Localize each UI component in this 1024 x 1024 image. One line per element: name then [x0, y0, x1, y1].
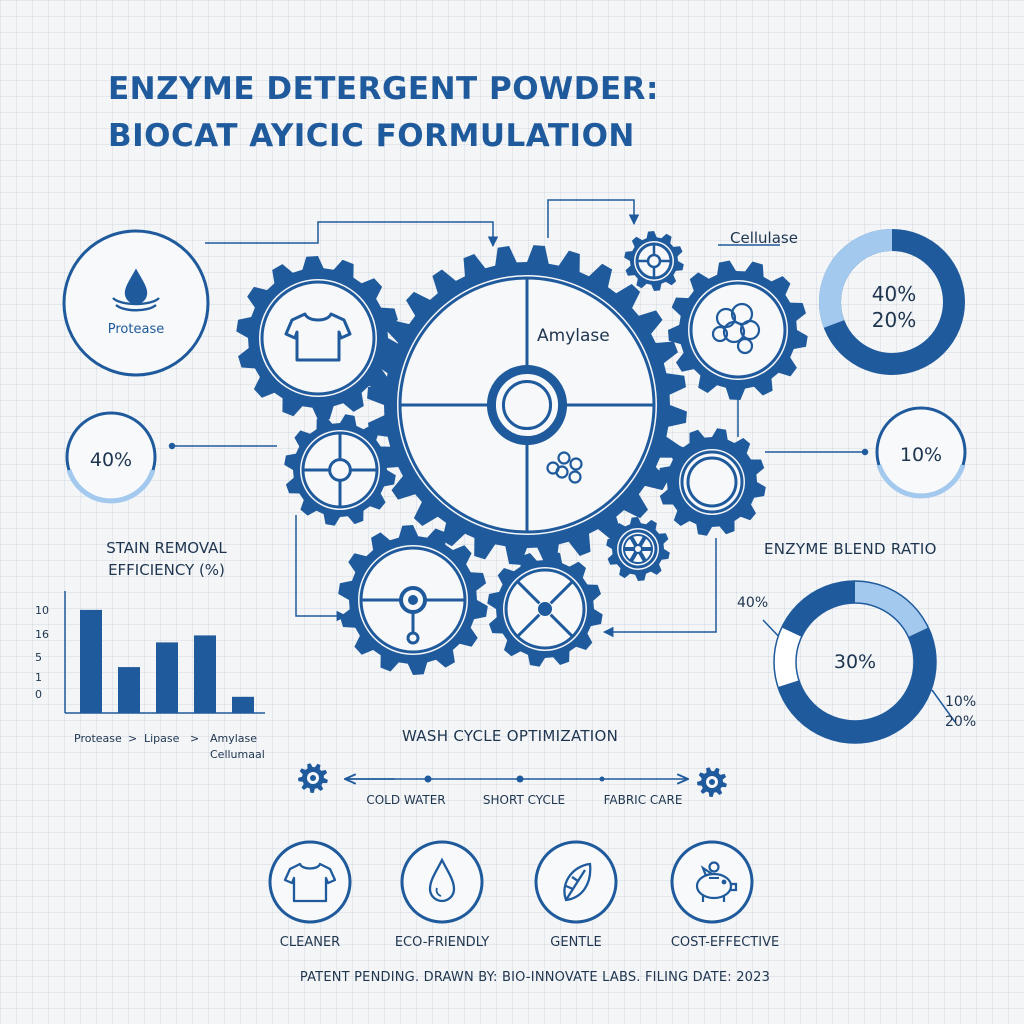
- left-percent-badge: 40%: [65, 411, 157, 504]
- benefit-label-gentle: GENTLE: [550, 935, 602, 950]
- t-shirt-icon: [283, 862, 337, 903]
- y-tick-label: 16: [35, 628, 49, 641]
- protease-circle: Protease: [62, 229, 210, 377]
- x-tick-label: Amylase: [210, 732, 257, 745]
- top-donut-value-2: 20%: [872, 308, 916, 332]
- chart-bar: [118, 667, 140, 713]
- benefit-label-cost-effective: COST-EFFECTIVE: [670, 935, 780, 950]
- water-drop-icon: [112, 268, 160, 312]
- y-tick-label: 10: [35, 604, 49, 617]
- blend-center-label: 30%: [834, 651, 876, 673]
- wash-cycle-title: WASH CYCLE OPTIMIZATION: [402, 727, 619, 745]
- timeline-dot: [599, 776, 605, 782]
- benefit-circle-gentle: [534, 840, 618, 924]
- left-badge-value: 40%: [90, 449, 132, 471]
- stain-removal-bar-chart: 10 16 5 1 0 Protease > Lipase > Amylase …: [35, 591, 265, 761]
- blend-label-10: 10%: [945, 694, 976, 710]
- timeline-dot: [424, 775, 432, 783]
- chart-title: STAIN REMOVAL EFFICIENCY (%): [74, 537, 259, 581]
- benefit-circle-cost: [670, 840, 754, 924]
- leaf-icon: [563, 862, 592, 902]
- protease-label: Protease: [108, 322, 164, 337]
- donut-segment: [781, 581, 856, 638]
- benefit-circle-cleaner: [268, 840, 352, 924]
- page-title: ENZYME DETERGENT POWDER: BIOCAT AYICIC F…: [108, 66, 659, 160]
- benefit-circle-eco: [400, 840, 484, 924]
- benefit-label-cleaner: CLEANER: [279, 935, 341, 950]
- gear-large-amylase: [367, 245, 687, 565]
- molecule-dots-icon: [546, 451, 583, 484]
- gear-icon-right: [697, 767, 727, 797]
- gear-bottom-mid: [487, 551, 603, 667]
- right-badge-value: 10%: [900, 444, 942, 466]
- footer-note: PATENT PENDING. DRAWN BY: BIO-INNOVATE L…: [299, 970, 771, 985]
- y-tick-label: 5: [35, 651, 42, 664]
- water-drop-icon: [428, 857, 456, 903]
- gear-bottom-left: [338, 525, 488, 675]
- benefit-label-eco-friendly: ECO-FRIENDLY: [394, 935, 490, 950]
- gear-right-mid: [658, 428, 766, 536]
- right-percent-badge: 10%: [875, 406, 967, 499]
- x-tick-label: >: [128, 732, 137, 745]
- blend-label-40: 40%: [737, 595, 768, 611]
- gear-shirt: [236, 256, 400, 420]
- x-tick-label: Lipase: [144, 732, 180, 745]
- molecule-cluster-icon: [711, 302, 761, 355]
- chart-title-text: STAIN REMOVAL EFFICIENCY (%): [106, 539, 227, 579]
- wash-step-fabric-care: FABRIC CARE: [604, 793, 683, 807]
- y-tick-label: 0: [35, 688, 42, 701]
- donut-segment: [777, 627, 936, 744]
- top-donut-value-1: 40%: [872, 282, 916, 306]
- wash-step-cold-water: COLD WATER: [366, 793, 445, 807]
- title-line-2: BIOCAT AYICIC FORMULATION: [108, 118, 635, 154]
- chart-bar: [80, 609, 102, 713]
- amylase-label: Amylase: [537, 326, 610, 346]
- chart-bar: [232, 696, 254, 713]
- top-donut-chart: 40% 20%: [819, 229, 965, 375]
- benefit-icons: [268, 840, 754, 924]
- gear-left-mid: [284, 414, 396, 526]
- gear-cluster: Amylase: [236, 231, 808, 675]
- t-shirt-icon: [284, 312, 352, 362]
- x-tick-label: >: [190, 732, 199, 745]
- piggy-bank-icon: [695, 861, 738, 902]
- blend-label-20: 20%: [945, 714, 976, 730]
- chart-bar: [156, 642, 178, 713]
- timeline-gear-icons: [298, 763, 727, 797]
- gear-small-right: [606, 517, 670, 581]
- x-tick-label: Protease: [74, 732, 122, 745]
- gear-icon-left: [298, 763, 328, 793]
- gear-cellulase: [668, 260, 808, 400]
- donut-segment: [774, 627, 802, 687]
- cellulase-label: Cellulase: [730, 229, 798, 247]
- timeline-dot: [516, 775, 524, 783]
- wash-step-short-cycle: SHORT CYCLE: [483, 793, 565, 807]
- wash-cycle-timeline: COLD WATER SHORT CYCLE FABRIC CARE: [345, 775, 688, 807]
- x-tick-label: Cellumaal: [210, 748, 265, 761]
- enzyme-blend-donut: 30%: [773, 580, 937, 744]
- chart-bar: [194, 635, 216, 713]
- donut-segment: [854, 581, 929, 638]
- gear-small-top: [624, 231, 684, 291]
- connector-lines: [168, 199, 956, 723]
- title-line-1: ENZYME DETERGENT POWDER:: [108, 71, 659, 107]
- y-tick-label: 1: [35, 671, 42, 684]
- blend-ratio-title: ENZYME BLEND RATIO: [764, 540, 937, 558]
